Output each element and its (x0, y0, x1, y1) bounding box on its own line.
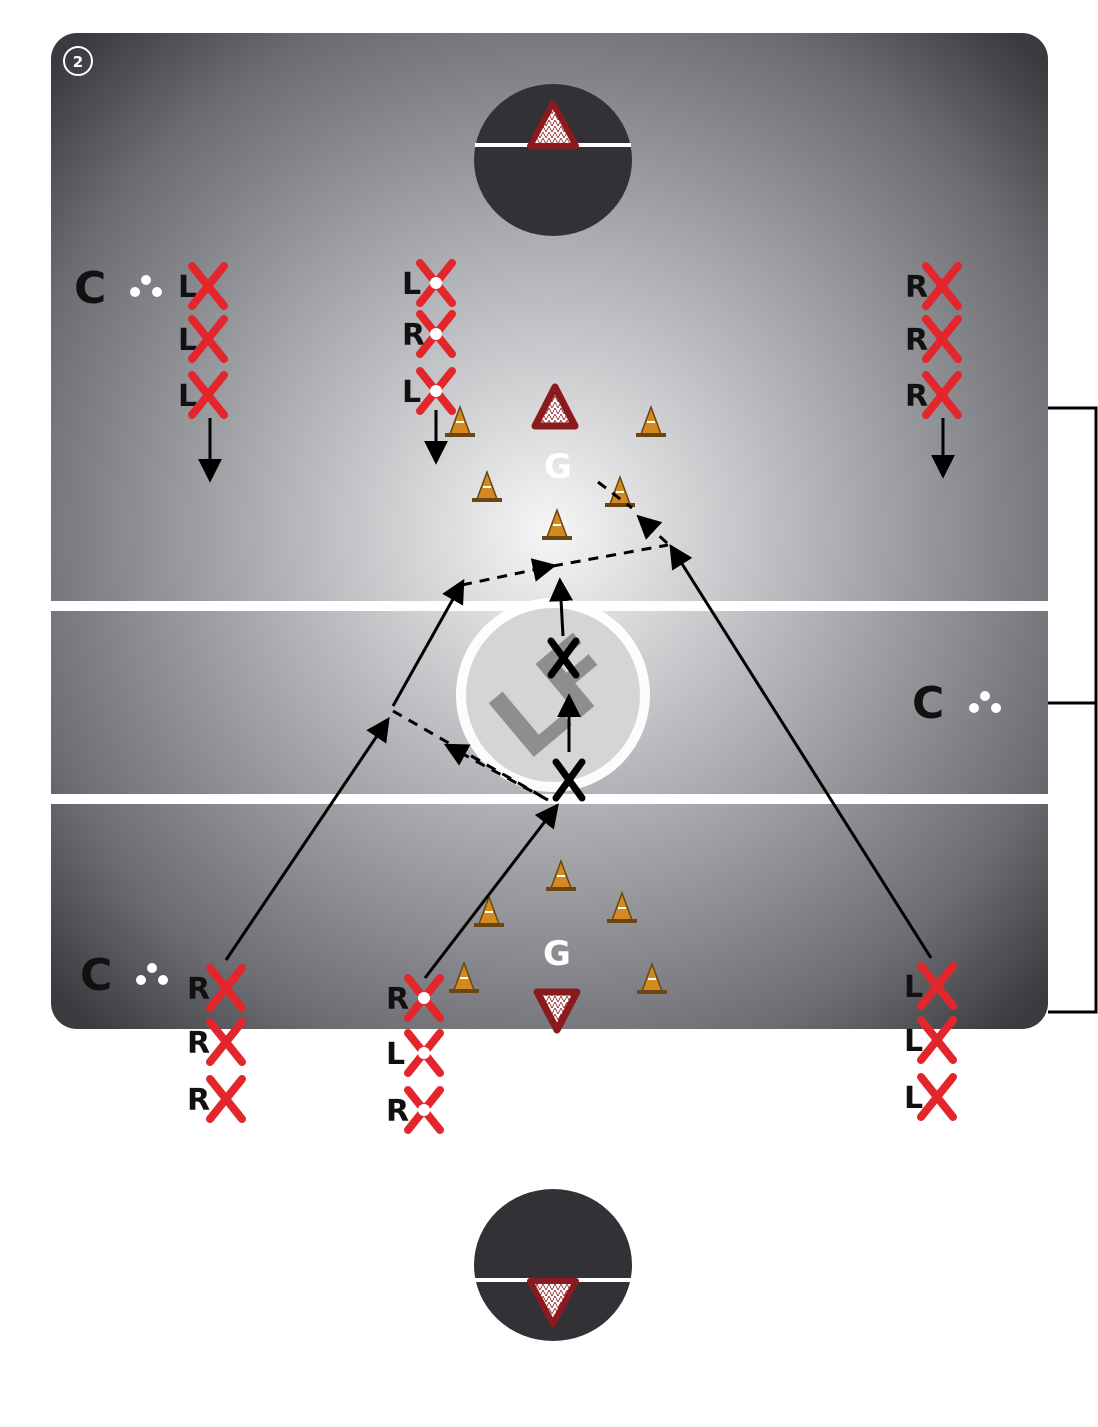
pass-arrow-2 (392, 709, 549, 802)
pass-arrow-1 (443, 743, 549, 802)
pass-arrow-6 (597, 480, 633, 510)
coach-right: C (912, 678, 1001, 729)
cone (546, 858, 576, 891)
player: L (178, 371, 228, 419)
restraining-line-bottom (51, 794, 1048, 804)
player: R (187, 1075, 246, 1123)
center-player-top (547, 637, 580, 679)
goalie-bottom: G (543, 934, 571, 974)
player: L (904, 962, 957, 1010)
player-hand-label: R (386, 982, 409, 1017)
pass-arrows (392, 480, 669, 802)
player: L (402, 367, 456, 415)
player: R (905, 315, 962, 363)
player-hand-label: L (402, 267, 421, 302)
center-player-bottom (552, 758, 586, 802)
player-hand-label: L (178, 379, 197, 414)
cone (472, 469, 502, 502)
center-logo: LF (456, 598, 650, 792)
player-hand-label: L (904, 1081, 923, 1116)
player: L (904, 1073, 957, 1121)
player: L (402, 259, 456, 307)
mini-goal-bottom (533, 988, 581, 1034)
pass-arrow-5 (636, 514, 669, 545)
run-arrow-mid-2 (549, 577, 574, 637)
player-hand-label: R (386, 1094, 409, 1129)
goalie-top: G (544, 447, 572, 487)
player: R (402, 310, 456, 358)
step-badge: 2 (63, 46, 93, 76)
player-hand-label: L (178, 323, 197, 358)
cone (607, 890, 637, 923)
player: R (386, 1086, 444, 1134)
player: L (904, 1016, 957, 1064)
player-hand-label: L (402, 375, 421, 410)
cone (637, 961, 667, 994)
cone (636, 404, 666, 437)
rotation-bracket (1048, 406, 1098, 1014)
cones (445, 404, 667, 994)
player-hand-label: R (905, 323, 928, 358)
run-arrow-left-2 (391, 578, 465, 707)
player-hand-label: R (905, 379, 928, 414)
cone (474, 894, 504, 927)
player: R (905, 262, 962, 310)
coach-bottom-left: C (80, 950, 168, 1001)
cone (542, 507, 572, 540)
player: R (386, 974, 444, 1022)
coach-top-left: C (74, 263, 162, 314)
player: L (386, 1029, 444, 1077)
player-hand-label: L (904, 970, 923, 1005)
player: R (905, 371, 962, 419)
run-arrows (198, 410, 955, 979)
coach-label: C (80, 950, 112, 1001)
player-hand-label: L (178, 270, 197, 305)
player-hand-label: R (187, 1083, 210, 1118)
top-crease (474, 84, 632, 236)
cone (445, 404, 475, 437)
player-hand-label: R (187, 972, 210, 1007)
pass-arrow-3 (461, 558, 557, 587)
coach-label: C (74, 263, 106, 314)
player-hand-label: R (905, 270, 928, 305)
run-arrow-right (669, 543, 933, 959)
run-arrow-center (423, 803, 559, 979)
cone (605, 474, 635, 507)
player-hand-label: R (402, 318, 425, 353)
player: R (187, 1018, 246, 1066)
step-number: 2 (73, 53, 83, 71)
player-hand-label: R (187, 1026, 210, 1061)
run-arrow-left (224, 717, 390, 961)
player: R (187, 964, 246, 1012)
cone (449, 960, 479, 993)
player-hand-label: L (904, 1024, 923, 1059)
coach-label: C (912, 678, 944, 729)
bottom-crease (474, 1189, 632, 1341)
player: L (178, 262, 228, 310)
pass-arrow-4 (552, 543, 669, 568)
player-hand-label: L (386, 1037, 405, 1072)
player: L (178, 315, 228, 363)
mini-goal-top (531, 383, 579, 430)
